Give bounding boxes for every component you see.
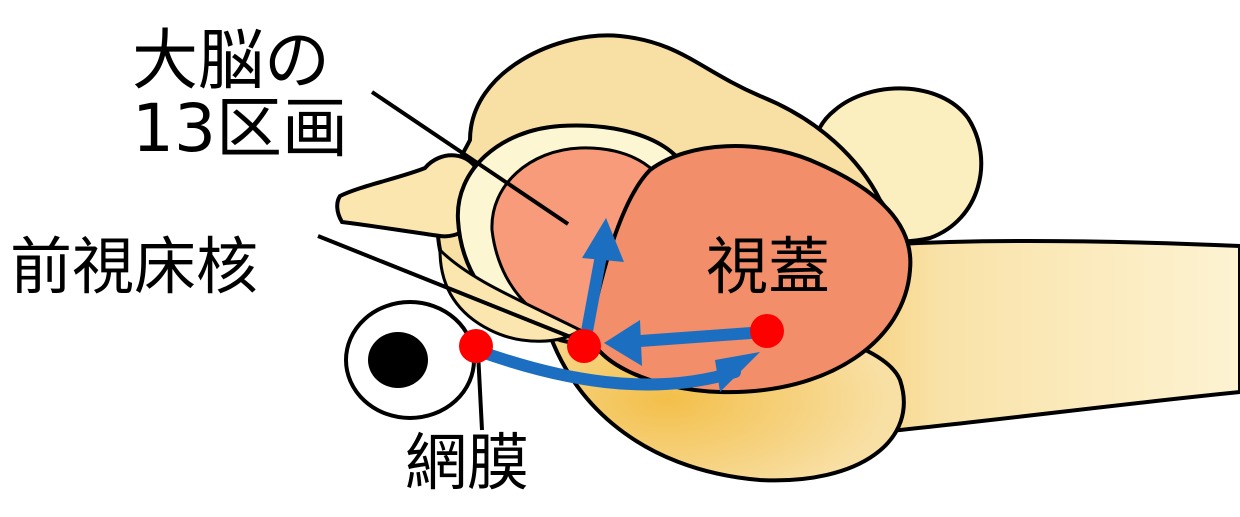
- node-preoptic: [567, 329, 601, 363]
- label-tectum: 視蓋: [706, 236, 830, 298]
- label-retina: 網膜: [405, 432, 529, 494]
- eye: [346, 302, 474, 418]
- label-cerebrum-line2: 13区画: [132, 96, 348, 162]
- label-cerebrum-line1: 大脳の: [132, 28, 330, 94]
- label-preoptic: 前視床核: [10, 236, 258, 298]
- node-retina: [459, 329, 493, 363]
- node-tectum: [750, 314, 784, 348]
- leader-retina: [478, 352, 482, 430]
